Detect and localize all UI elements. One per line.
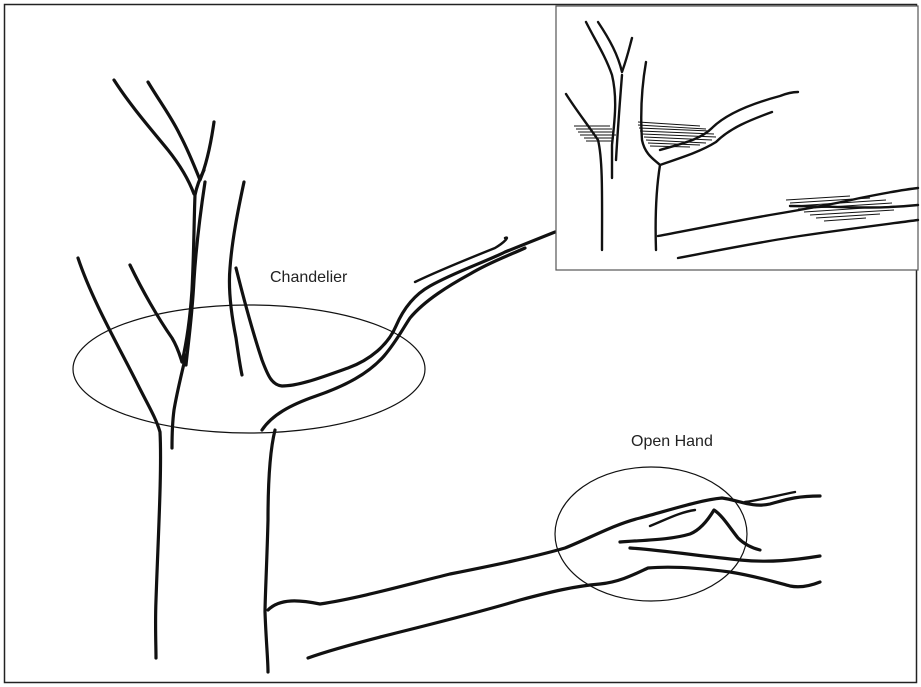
inset-panel — [556, 6, 918, 270]
open-hand-finger-2 — [630, 548, 820, 561]
left-branch-inner — [130, 265, 182, 362]
right-upper-branch — [229, 182, 244, 375]
open-hand-ellipse — [555, 467, 747, 601]
center-stem-left — [172, 355, 186, 448]
trunk-center — [182, 170, 204, 362]
open-hand-limb-bottom — [308, 567, 820, 658]
open-hand-label: Open Hand — [631, 433, 713, 450]
chandelier-label: Chandelier — [270, 269, 348, 286]
open-hand-finger-1 — [620, 510, 760, 550]
chandelier-limb-top — [415, 238, 507, 282]
trunk-right-edge — [265, 430, 275, 672]
trunk-left-edge — [78, 258, 161, 658]
